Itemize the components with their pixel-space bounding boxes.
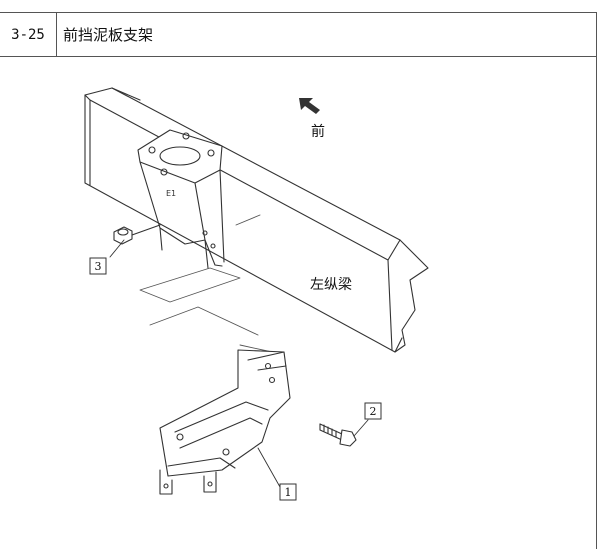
callout-box-2: 2 — [364, 402, 382, 420]
header-table: 3-25 前挡泥板支架 — [0, 12, 597, 57]
callout-label-2: 2 — [370, 405, 377, 418]
upper-bracket: E1 — [137, 129, 225, 269]
frame-rail — [84, 87, 429, 353]
callout-box-3: 3 — [89, 257, 107, 275]
bolt-part-2 — [319, 423, 357, 447]
callout-box-1: 1 — [279, 483, 297, 501]
callout-label-3: 3 — [95, 260, 102, 273]
callout-label-1: 1 — [285, 486, 292, 499]
front-direction-arrow — [299, 98, 320, 114]
svg-text:E1: E1 — [166, 189, 176, 198]
exploded-diagram: E1 — [84, 87, 429, 501]
section-title: 前挡泥板支架 — [63, 26, 154, 44]
front-label: 前 — [311, 123, 325, 140]
frame-rail-label: 左纵梁 — [310, 277, 352, 293]
nut-part-3 — [113, 224, 161, 245]
fender-bracket-part-1 — [159, 349, 291, 495]
section-code: 3-25 — [0, 13, 57, 56]
page-border-right — [596, 57, 597, 549]
